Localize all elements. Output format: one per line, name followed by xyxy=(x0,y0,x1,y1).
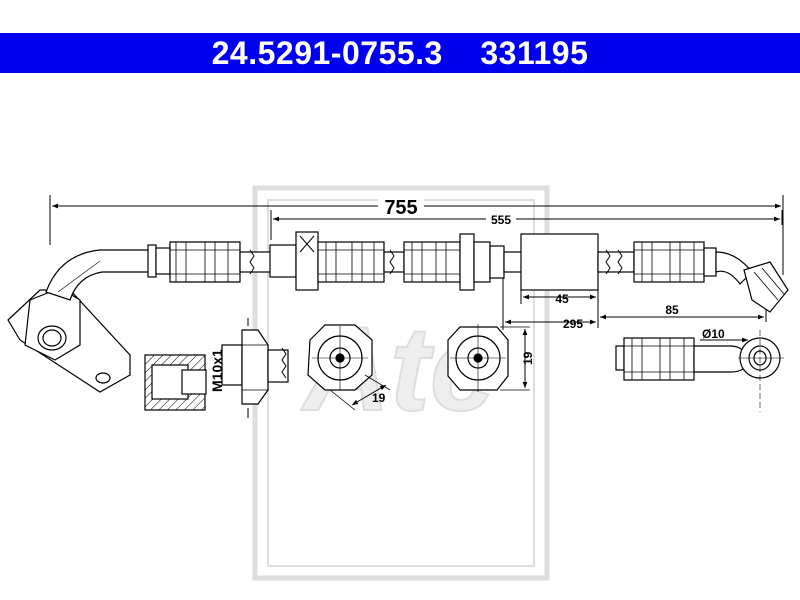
title-banner: 24.5291-0755.3 331195 xyxy=(0,33,800,73)
bracket-clip xyxy=(295,231,319,291)
hose-segment-1 xyxy=(239,251,273,273)
thread-detail xyxy=(144,318,289,418)
hex-view-2 xyxy=(447,324,530,392)
hose-fitting-2 xyxy=(269,244,297,278)
inner-length-label: 555 xyxy=(491,213,511,227)
eye-detail-collar xyxy=(615,345,625,371)
hose-assembly xyxy=(7,231,789,393)
hex-size-1-label: 19 xyxy=(372,391,386,405)
part-number: 24.5291-0755.3 xyxy=(211,34,443,71)
right-bent-pipe xyxy=(715,251,753,285)
eye-fitting-detail xyxy=(615,330,784,412)
right-end-fitting xyxy=(743,261,789,313)
dimension-85 xyxy=(600,290,767,322)
label-555-bg xyxy=(486,212,516,226)
hex-view-1 xyxy=(307,324,391,411)
hose-crimp-2 xyxy=(317,241,385,283)
port-thread xyxy=(181,369,207,395)
thread-fitting-hex xyxy=(241,329,269,405)
hose-segment-4 xyxy=(597,251,635,273)
middle-fitting-hex xyxy=(489,245,505,279)
middle-collar xyxy=(459,233,475,291)
hose-crimp-3 xyxy=(403,241,461,283)
protective-sleeve xyxy=(520,233,599,291)
hose-crimp-4 xyxy=(633,241,705,283)
watermark-logo-text: Ate xyxy=(300,302,496,436)
right-fitting-collar xyxy=(703,247,717,277)
label-755-bg xyxy=(378,194,424,218)
dimension-555 xyxy=(270,210,783,240)
clamp-width-label: 45 xyxy=(555,292,569,306)
thread-size-label: M10x1 xyxy=(209,349,225,392)
hose-segment-3 xyxy=(503,251,523,273)
overall-length-label: 755 xyxy=(384,197,417,219)
ferrule-1-collar xyxy=(147,244,157,278)
end-length-label: 85 xyxy=(665,303,679,317)
left-bent-pipe xyxy=(45,249,151,301)
eye-diameter-label: Ø10 xyxy=(702,327,725,341)
hose-segment-2 xyxy=(383,251,405,273)
left-fitting-eye-inner xyxy=(42,329,62,347)
ferrule-1-hex xyxy=(155,247,171,275)
hex-size-2-label: 19 xyxy=(521,351,535,365)
title-text: 24.5291-0755.3 331195 xyxy=(212,35,589,72)
eye-detail-crimp xyxy=(623,337,695,381)
reference-number: 331195 xyxy=(480,34,589,71)
thread-fitting-nut xyxy=(221,344,243,386)
bracket-offset-label: 295 xyxy=(563,317,583,331)
bracket-hole xyxy=(95,372,111,384)
eye-detail-neck xyxy=(693,345,745,373)
middle-fitting xyxy=(473,241,491,283)
